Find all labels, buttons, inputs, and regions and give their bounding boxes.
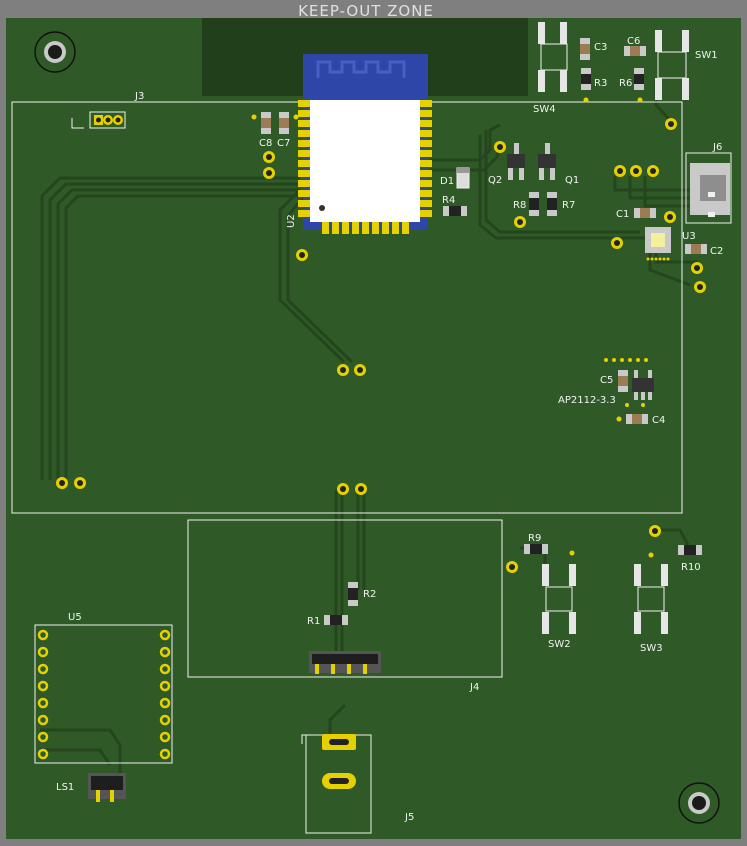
copper-traces (40, 80, 698, 775)
r2-label: R2 (363, 589, 376, 600)
c8-marker (251, 114, 257, 120)
r3-marker (583, 97, 589, 103)
sw4-switch (538, 22, 568, 92)
q1-label: Q1 (565, 175, 579, 186)
ap2112-regulator (604, 358, 654, 407)
q2-label: Q2 (488, 175, 502, 186)
r9-resistor (524, 544, 548, 554)
r10-resistor (678, 545, 702, 555)
d1-label: D1 (440, 176, 454, 187)
r7-label: R7 (562, 200, 575, 211)
j4-label: J4 (469, 682, 479, 693)
c4-capacitor (626, 414, 648, 424)
c1-capacitor (634, 208, 656, 218)
c4-label: C4 (652, 415, 665, 426)
c6-label: C6 (627, 36, 640, 47)
c2-capacitor (685, 244, 707, 254)
r3-label: R3 (594, 78, 607, 89)
c5-label: C5 (600, 375, 613, 386)
mounting-hole-bottom-right (678, 782, 720, 824)
u3-chip (645, 227, 671, 261)
r2-resistor (348, 582, 358, 606)
r10-label: R10 (681, 562, 701, 573)
r3-resistor (581, 68, 591, 90)
q2-transistor (507, 143, 525, 180)
ls1-buzzer (88, 773, 126, 802)
c3-capacitor (580, 38, 590, 60)
q1-transistor (538, 143, 556, 180)
sw4-label: SW4 (533, 104, 556, 115)
c7-marker (293, 114, 299, 120)
u2-esp-module (298, 54, 432, 234)
c8-capacitor (261, 112, 271, 134)
r9-label: R9 (528, 533, 541, 544)
u3-label: U3 (682, 231, 696, 242)
r4-label: R4 (442, 195, 455, 206)
vias (56, 118, 706, 573)
sw2-marker (569, 550, 575, 556)
u5-label: U5 (68, 612, 82, 623)
r6-marker (637, 97, 643, 103)
sw2-label: SW2 (548, 639, 571, 650)
r1-label: R1 (307, 616, 320, 627)
j4-header (309, 651, 381, 674)
ap2112-label: AP2112-3.3 (558, 395, 616, 406)
c5-capacitor (618, 370, 628, 392)
j4-outline (187, 519, 503, 678)
u5-module (34, 624, 173, 764)
sw3-switch (634, 564, 668, 634)
r8-label: R8 (513, 200, 526, 211)
r8-resistor (529, 192, 539, 216)
c2-label: C2 (710, 246, 723, 257)
r4-resistor (443, 206, 467, 216)
c6-capacitor (624, 46, 646, 56)
sw1-switch (655, 30, 689, 100)
j6-label: J6 (712, 142, 722, 153)
d1-diode (456, 167, 470, 189)
sw2-switch (542, 564, 576, 634)
j5-label: J5 (404, 812, 414, 823)
r6-resistor (634, 68, 644, 90)
r1-resistor (324, 615, 348, 625)
sw3-label: SW3 (640, 643, 663, 654)
ls1-label: LS1 (56, 782, 74, 793)
j6-usb-connector (685, 152, 732, 224)
mounting-hole-top-left (34, 31, 76, 73)
c8-label: C8 (259, 138, 272, 149)
c1-label: C1 (616, 209, 629, 220)
j3-header (71, 111, 126, 129)
c7-label: C7 (277, 138, 290, 149)
keep-out-zone-label: KEEP-OUT ZONE (298, 2, 434, 20)
c3-label: C3 (594, 42, 607, 53)
sw3-marker (648, 552, 654, 558)
u2-label: U2 (286, 214, 297, 228)
c4-marker (616, 416, 622, 422)
r7-resistor (547, 192, 557, 216)
c7-capacitor (279, 112, 289, 134)
j3-label: J3 (134, 91, 144, 102)
j5-connector (301, 734, 372, 834)
sw1-label: SW1 (695, 50, 718, 61)
r6-label: R6 (619, 78, 632, 89)
